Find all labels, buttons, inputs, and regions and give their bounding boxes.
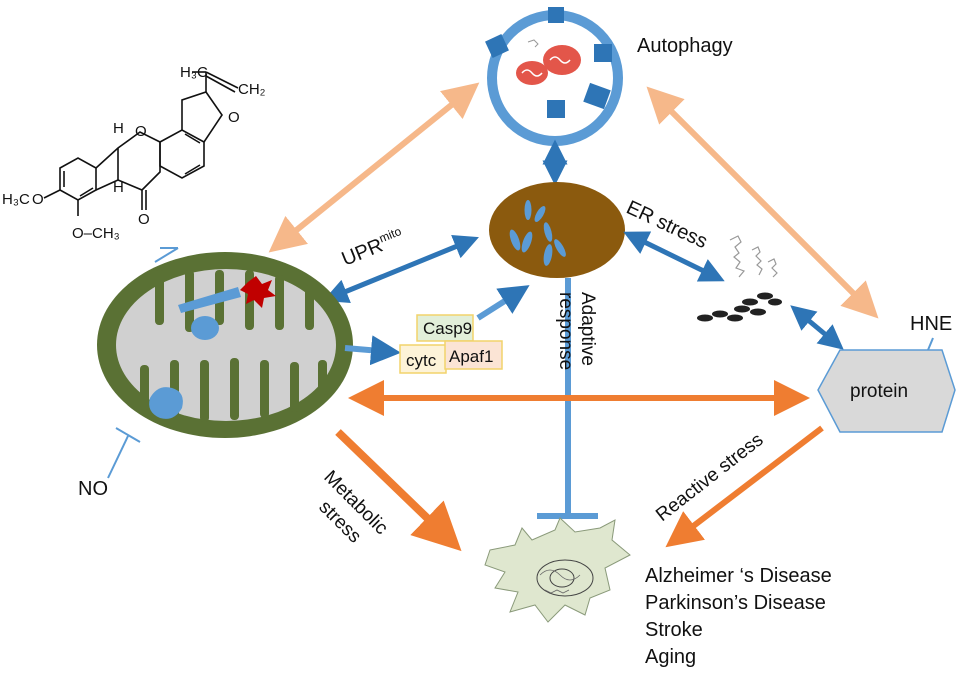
hne-bond [927, 337, 934, 351]
chem-ring-o1: O [228, 109, 240, 126]
chem-o-left: O [32, 191, 44, 208]
er-stress-label: ER stress [623, 197, 711, 254]
mitochondrion [97, 252, 353, 438]
protein-hexagon [817, 349, 956, 433]
chem-och3: O–CH₃ [72, 225, 120, 242]
chem-h3c-o: H₃C [2, 191, 30, 208]
no-label: NO [78, 478, 108, 500]
disease-item: Aging [645, 646, 696, 668]
casp9-box [416, 314, 474, 342]
arrow-er-protein [790, 305, 844, 350]
rotenone-labels: H₃C CH₂ O O H H O H₃C O O–CH₃ [2, 64, 266, 242]
adaptive-label-line1: Adaptive [577, 292, 598, 366]
arrow-upr [323, 235, 479, 303]
chem-h-upper: H [113, 120, 124, 137]
chem-ketone-o: O [138, 211, 150, 228]
disease-item: Alzheimer ‘s Disease [645, 565, 832, 587]
cytc-box [399, 344, 447, 374]
er-nucleus [489, 182, 625, 278]
arrow-protein-autophagy [646, 86, 879, 319]
no-inhibition [107, 427, 141, 479]
casp9-label: Casp9 [423, 319, 472, 338]
rotenone-inhibition [154, 247, 179, 263]
apoptosome: Casp9 cytc Apaf1 [399, 314, 503, 374]
autophagosome [485, 7, 623, 146]
adaptive-label-line2: response [555, 292, 576, 370]
neuron [484, 517, 631, 623]
arrow-metabolic-stress [335, 429, 462, 552]
upr-label: UPRmito [338, 224, 407, 271]
protein-label: protein [850, 381, 908, 402]
cytc-label: cytc [406, 351, 437, 370]
chem-h3c-top: H₃C [180, 64, 208, 81]
apaf1-label: Apaf1 [449, 347, 493, 366]
arrow-er-stress [623, 231, 725, 282]
rotenone-structure [43, 71, 239, 216]
disease-list: Alzheimer ‘s Disease Parkinson’s Disease… [645, 565, 832, 668]
chem-h-lower: H [113, 179, 124, 196]
arrow-apoptosome-er [476, 285, 530, 321]
misfolded-proteins [697, 235, 782, 322]
arrow-mito-apoptosome [344, 335, 401, 366]
apaf1-box [444, 340, 503, 370]
hne-label: HNE [910, 313, 952, 335]
chem-ch2: CH₂ [238, 81, 266, 98]
arrow-reactive-stress [665, 425, 824, 548]
autophagy-label: Autophagy [637, 35, 733, 57]
arrow-mito-autophagy [268, 82, 480, 253]
disease-item: Stroke [645, 619, 703, 641]
disease-item: Parkinson’s Disease [645, 592, 826, 614]
chem-ring-o2: O [135, 123, 147, 140]
